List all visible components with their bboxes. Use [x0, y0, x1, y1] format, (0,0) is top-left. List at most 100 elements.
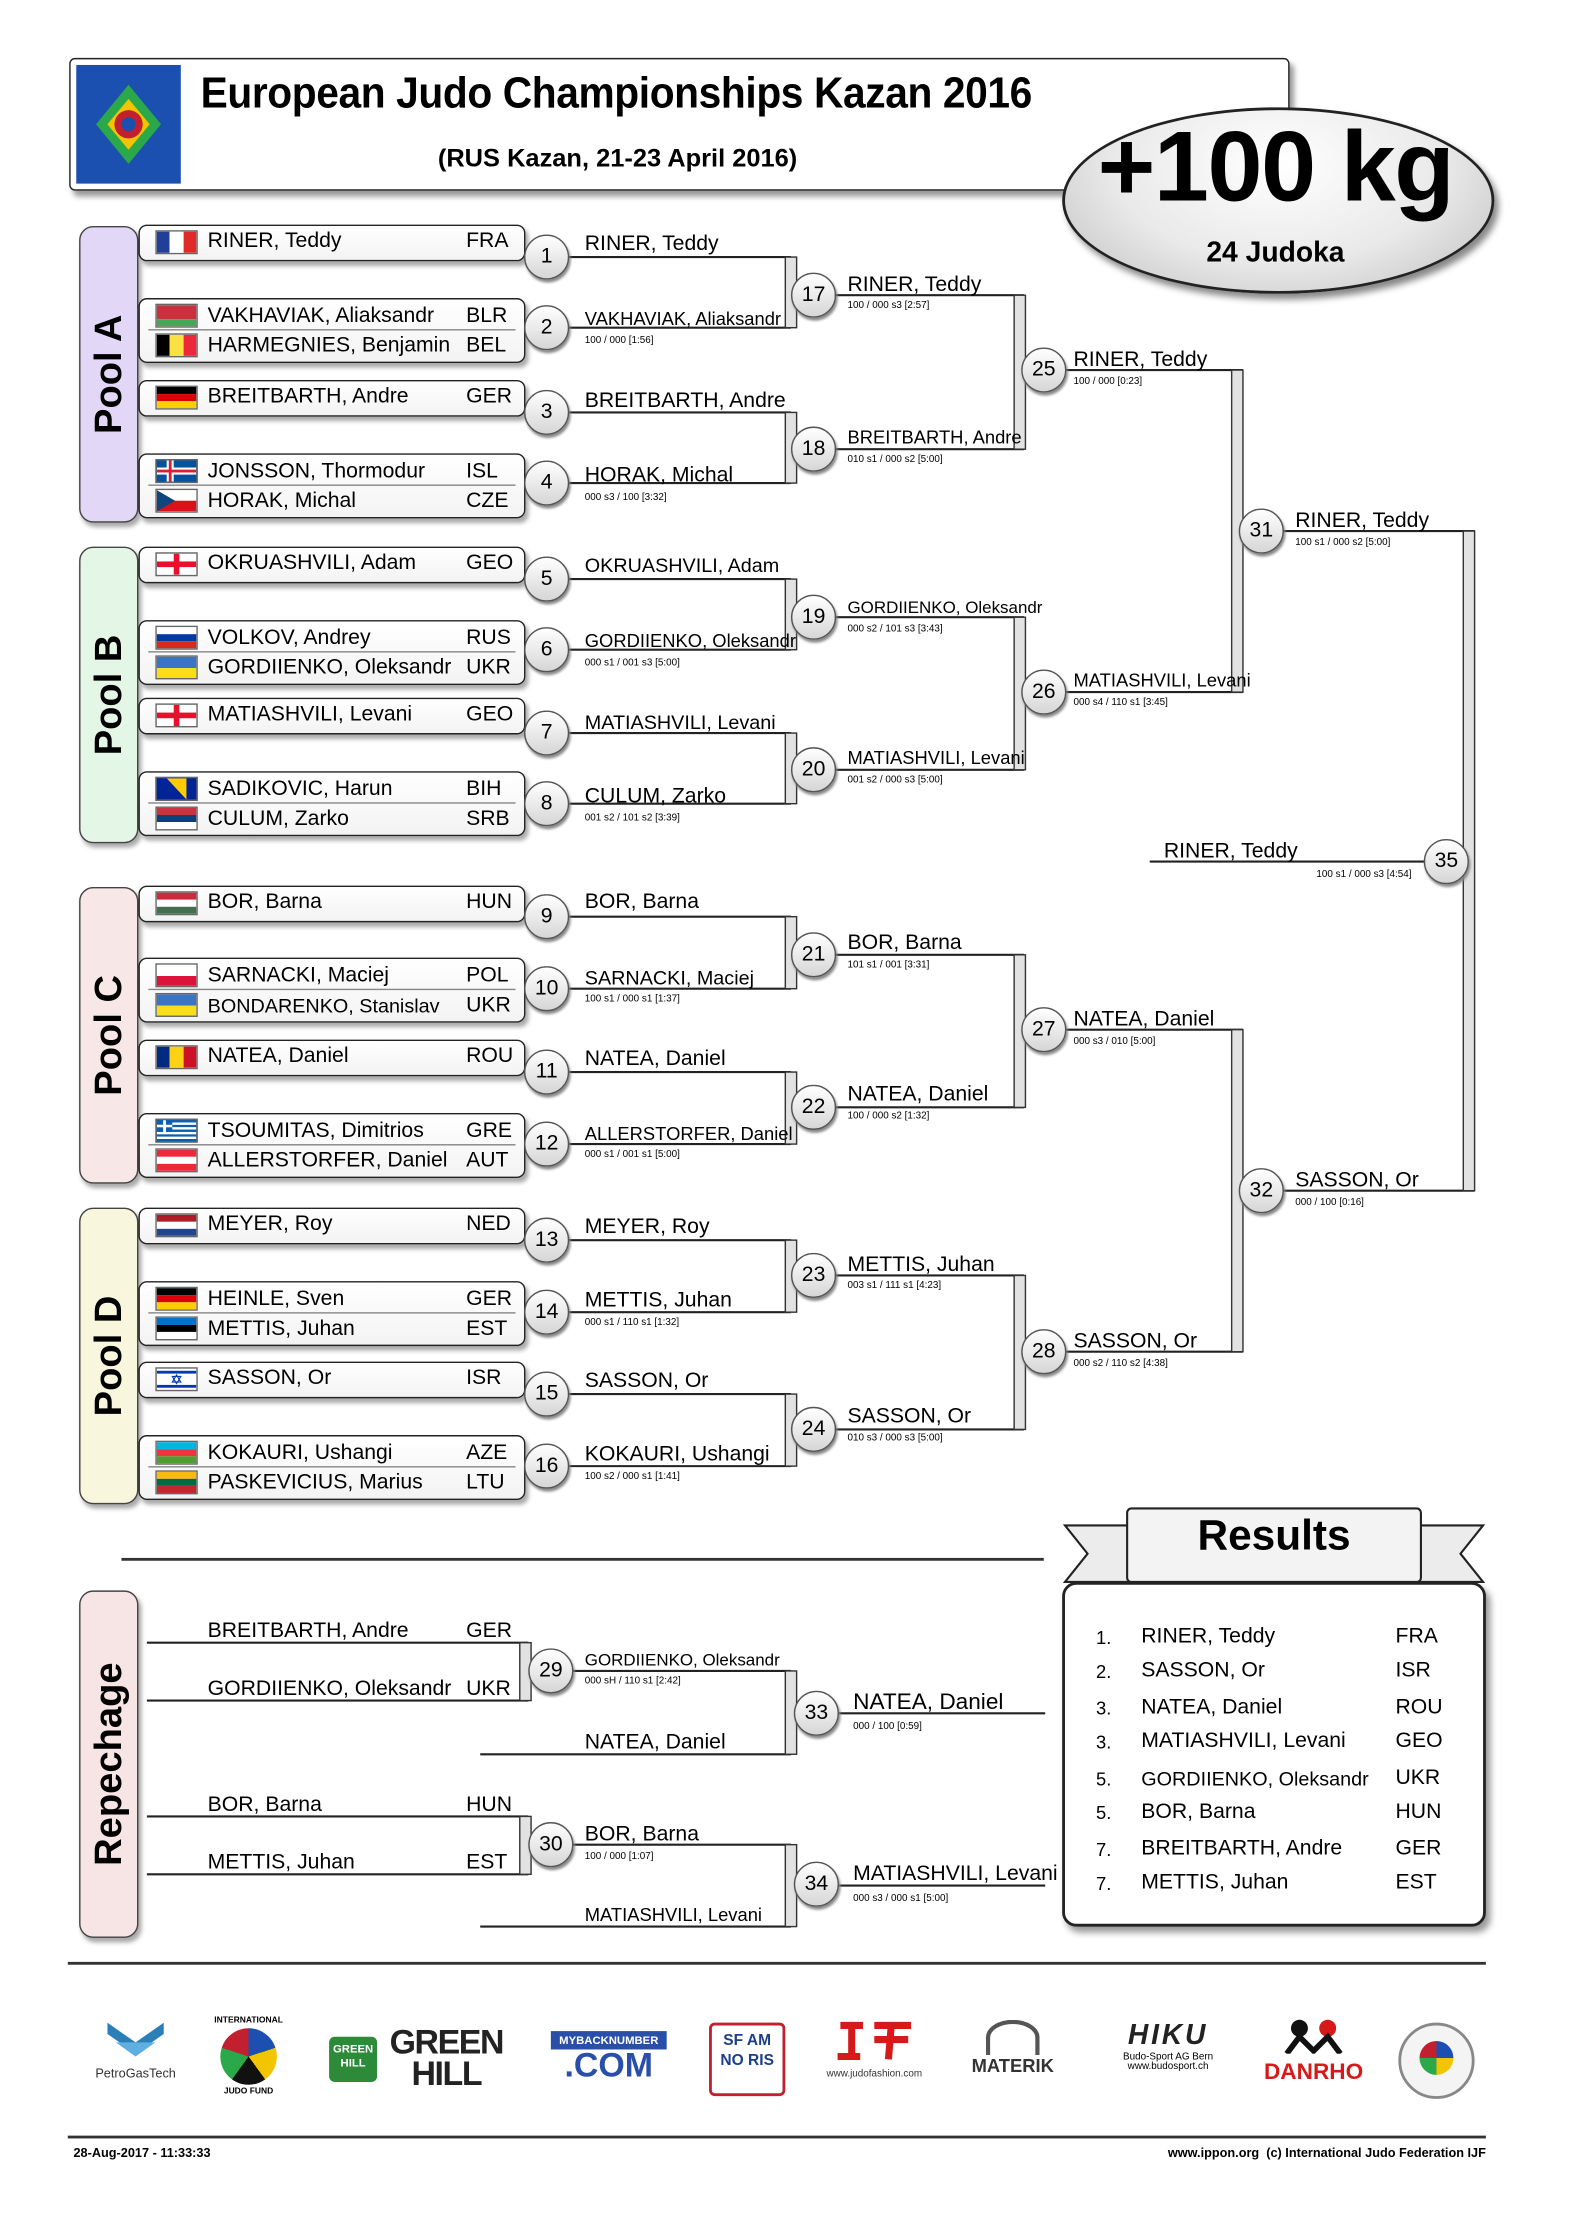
entry-box	[138, 546, 526, 584]
match-score: 010 s3 / 000 s3 [5:00]	[847, 1433, 943, 1444]
entry-country: HUN	[466, 889, 513, 914]
entry-country: BLR	[466, 303, 508, 328]
match-number: 23	[790, 1252, 837, 1299]
repechage-entry-name: GORDIIENKO, Oleksandr	[207, 1676, 452, 1701]
entry-name: MATIASHVILI, Levani	[207, 701, 413, 726]
flag-blr-icon	[155, 303, 198, 328]
entry-name: PASKEVICIUS, Marius	[207, 1470, 423, 1495]
flag-fra-icon	[155, 230, 198, 255]
entry-country: UKR	[466, 655, 511, 680]
result-country: ISR	[1395, 1658, 1431, 1683]
entry-box	[138, 1207, 526, 1245]
entry-box	[138, 697, 526, 735]
entry-box	[138, 957, 526, 1023]
entry-name: KOKAURI, Ushangi	[207, 1440, 393, 1465]
match-score: 101 s1 / 001 [3:31]	[847, 960, 930, 971]
match-score: 100 / 000 s2 [1:32]	[847, 1111, 930, 1122]
match-score: 000 / 100 [0:59]	[853, 1721, 922, 1732]
match-winner: NATEA, Daniel	[847, 1081, 989, 1106]
match-number: 20	[790, 747, 837, 793]
match-number: 22	[790, 1084, 837, 1130]
match-winner: NATEA, Daniel	[853, 1690, 1004, 1715]
ijf-seal-icon	[1419, 2040, 1454, 2075]
flag-geo-icon	[155, 703, 198, 728]
result-country: FRA	[1395, 1624, 1438, 1649]
judofashion-logo: www.judofashion.com	[816, 2020, 932, 2079]
judo-fund-emblem-icon	[220, 2028, 277, 2085]
ijf-seal-logo	[1398, 2022, 1475, 2099]
entry-country: RUS	[466, 625, 511, 650]
entry-box	[138, 885, 526, 923]
match-number: 2	[524, 305, 570, 351]
flag-bel-icon	[155, 333, 198, 358]
match-winner: SARNACKI, Maciej	[584, 966, 754, 989]
match-winner: RINER, Teddy	[1073, 347, 1208, 372]
mybacknumber-logo: MYBACKNUMBER .COM	[550, 2031, 667, 2083]
match-score: 100 s2 / 000 s1 [1:41]	[584, 1471, 680, 1482]
match-score: 001 s2 / 101 s2 [3:39]	[584, 813, 680, 824]
match-winner: MEYER, Roy	[584, 1214, 710, 1239]
entry-country: BEL	[466, 333, 507, 358]
match-number: 34	[793, 1861, 839, 1907]
flag-pol-icon	[155, 963, 198, 988]
match-number: 16	[524, 1443, 570, 1489]
entry-country: NED	[466, 1211, 511, 1236]
entry-name: RINER, Teddy	[207, 228, 342, 253]
entry-country: CZE	[466, 488, 509, 513]
match-score: 000 s3 / 000 s1 [5:00]	[853, 1894, 949, 1904]
match-winner: SASSON, Or	[584, 1368, 709, 1393]
result-country: ROU	[1395, 1694, 1443, 1719]
result-name: BREITBARTH, Andre	[1141, 1836, 1343, 1861]
ijf-judo-fund-logo: INTERNATIONAL JUDO FUND	[214, 2016, 283, 2097]
match-number: 32	[1238, 1168, 1284, 1214]
flag-ltu-icon	[155, 1470, 198, 1495]
match-number: 12	[524, 1121, 570, 1167]
match-winner: METTIS, Juhan	[847, 1252, 995, 1277]
result-name: BOR, Barna	[1141, 1799, 1256, 1824]
match-number: 7	[524, 710, 570, 756]
match-winner: HORAK, Michal	[584, 463, 734, 488]
hiku-logo: HIKU Budo-Sport AG Bern www.budosport.ch	[1123, 2019, 1214, 2073]
match-number: 15	[524, 1371, 570, 1417]
final-score: 100 s1 / 000 s3 [4:54]	[1316, 870, 1412, 880]
entry-name: TSOUMITAS, Dimitrios	[207, 1118, 424, 1143]
match-winner: NATEA, Daniel	[584, 1046, 726, 1071]
entry-name: MEYER, Roy	[207, 1211, 333, 1236]
flag-ukr-icon	[155, 655, 198, 680]
flag-ned-icon	[155, 1213, 198, 1238]
entry-box	[138, 620, 526, 686]
entry-country: AZE	[466, 1440, 508, 1465]
flag-est-icon	[155, 1316, 198, 1341]
result-country: EST	[1395, 1870, 1437, 1895]
entry-country: GEO	[466, 550, 514, 575]
flag-geo-icon	[155, 552, 198, 577]
result-rank: 7.	[1096, 1839, 1112, 1861]
event-title: European Judo Championships Kazan 2016	[200, 67, 1033, 118]
result-name: GORDIIENKO, Oleksandr	[1141, 1766, 1369, 1790]
match-number: 5	[524, 556, 570, 602]
repechage-entry-name: BOR, Barna	[207, 1792, 322, 1817]
match-number: 21	[790, 932, 837, 978]
petrogastech-logo: PetroGasTech	[85, 2022, 187, 2081]
result-rank: 5.	[1096, 1802, 1112, 1824]
repechage-entry-country: UKR	[466, 1676, 511, 1701]
match-winner: SASSON, Or	[847, 1403, 972, 1428]
match-number: 19	[790, 594, 837, 640]
match-winner: BREITBARTH, Andre	[847, 426, 1022, 448]
entry-box	[138, 1039, 526, 1077]
entry-name: SASSON, Or	[207, 1365, 332, 1390]
pool-b-label: Pool B	[79, 546, 139, 844]
match-number: 10	[524, 966, 570, 1012]
pool-a-label: Pool A	[79, 225, 139, 523]
danrho-logo: DANRHO	[1257, 2017, 1370, 2086]
entry-country: AUT	[466, 1148, 509, 1173]
entry-box	[138, 379, 526, 417]
repechage-opponent: MATIASHVILI, Levani	[584, 1903, 762, 1926]
flag-aut-icon	[155, 1148, 198, 1173]
sponsor-divider	[67, 1961, 1486, 1965]
flag-srb-icon	[155, 806, 198, 831]
match-winner: OKRUASHVILI, Adam	[584, 553, 780, 577]
result-name: MATIASHVILI, Levani	[1141, 1728, 1346, 1753]
result-rank: 5.	[1096, 1768, 1112, 1790]
flag-ger-icon	[155, 385, 198, 410]
